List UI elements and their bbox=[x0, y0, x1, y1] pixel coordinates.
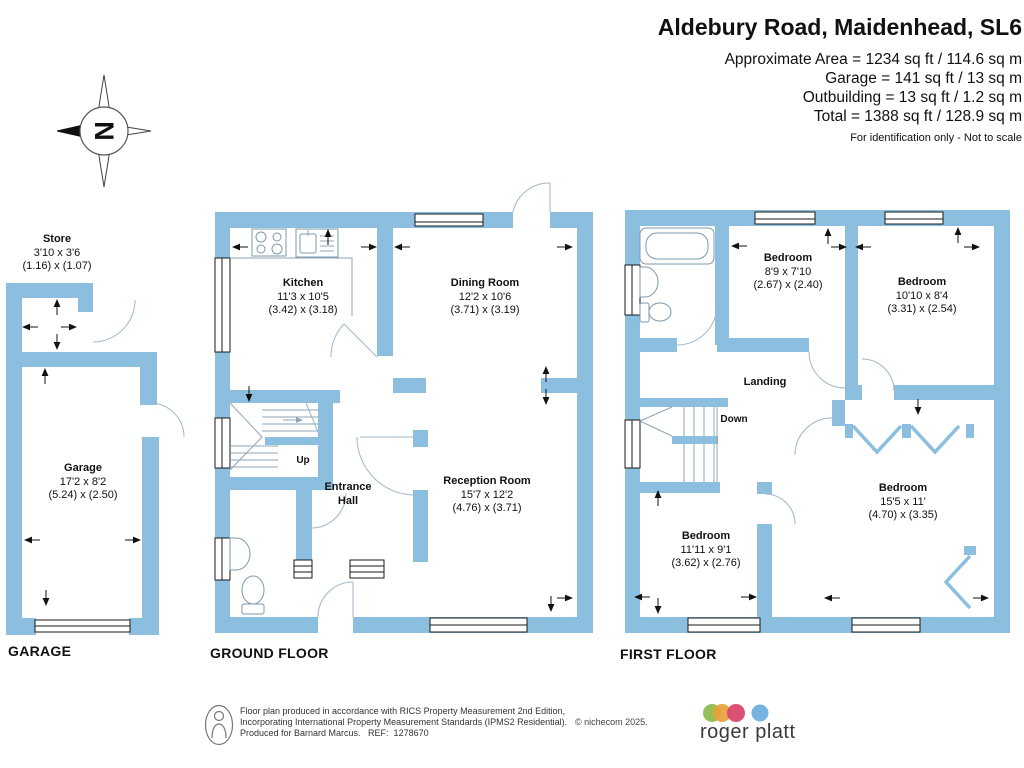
room-label-dining-room: Dining Room 12'2 x 10'6 (3.71) x (3.19) bbox=[450, 277, 520, 316]
header: Aldebury Road, Maidenhead, SL6 Approxima… bbox=[658, 14, 1022, 144]
room-label-garage: Garage 17'2 x 8'2 (5.24) x (2.50) bbox=[48, 462, 118, 501]
disclaimer-note: For identification only - Not to scale bbox=[850, 132, 1022, 144]
toilet-icon bbox=[241, 575, 265, 615]
room-label-reception-room: Reception Room 15'7 x 12'2 (4.76) x (3.7… bbox=[443, 475, 531, 514]
area-line: Outbuilding = 13 sq ft / 1.2 sq m bbox=[802, 89, 1022, 106]
area-line: Approximate Area = 1234 sq ft / 114.6 sq… bbox=[724, 51, 1022, 68]
room-label-bedroom-4: Bedroom 15'5 x 11' (4.70) x (3.35) bbox=[868, 482, 938, 521]
logo-text: roger platt bbox=[700, 721, 796, 743]
door-arcs bbox=[305, 182, 551, 618]
area-line: Garage = 141 sq ft / 13 sq m bbox=[825, 70, 1022, 87]
dimension-arrows bbox=[21, 298, 142, 607]
toilet-icon bbox=[639, 302, 672, 323]
bath-icon bbox=[639, 227, 715, 265]
ground-floor-plan bbox=[214, 182, 593, 634]
footer-line-2: Incorporating International Property Mea… bbox=[240, 717, 568, 727]
room-label-bedroom-3: Bedroom 11'11 x 9'1 (3.62) x (2.76) bbox=[671, 530, 741, 569]
counter-line bbox=[230, 257, 353, 316]
area-line: Total = 1388 sq ft / 128.9 sq m bbox=[813, 108, 1022, 125]
first-floor-plan bbox=[624, 210, 1010, 633]
copyright-note: © nichecom 2025. bbox=[575, 717, 648, 727]
basin-icon bbox=[229, 537, 251, 571]
window-icon bbox=[624, 211, 944, 633]
footer-line-1: Floor plan produced in accordance with R… bbox=[240, 706, 566, 716]
basin-icon bbox=[639, 266, 659, 298]
wardrobe-icon bbox=[851, 424, 972, 610]
rics-person-icon bbox=[204, 704, 234, 746]
room-label-kitchen: Kitchen 11'3 x 10'5 (3.42) x (3.18) bbox=[268, 277, 338, 316]
room-label-entrance-hall: Entrance Hall bbox=[324, 481, 372, 507]
room-label-store: Store 3'10 x 3'6 (1.16) x (1.07) bbox=[22, 233, 92, 272]
section-label-first-floor: FIRST FLOOR bbox=[620, 646, 717, 662]
compass-letter: N bbox=[89, 121, 119, 141]
stairs-down bbox=[638, 398, 728, 482]
door-arcs bbox=[676, 304, 895, 525]
stairs-up-label: Up bbox=[296, 455, 310, 466]
footer-line-3: Produced for Barnard Marcus. REF: 127867… bbox=[240, 728, 429, 738]
sink-icon bbox=[295, 228, 339, 258]
room-label-bedroom-1: Bedroom 8'9 x 7'10 (2.67) x (2.40) bbox=[753, 252, 823, 291]
page-title: Aldebury Road, Maidenhead, SL6 bbox=[657, 14, 1022, 40]
landing-label: Landing bbox=[743, 376, 787, 388]
garage-plan bbox=[6, 283, 185, 635]
garage-door-icon bbox=[34, 619, 131, 633]
logo-dots-icon bbox=[703, 704, 769, 722]
section-label-ground-floor: GROUND FLOOR bbox=[210, 645, 329, 661]
stairs-down-label: Down bbox=[720, 414, 748, 425]
section-label-garage: GARAGE bbox=[8, 643, 72, 659]
compass-icon: N bbox=[57, 74, 152, 188]
stairs-up bbox=[229, 402, 318, 471]
room-label-bedroom-2: Bedroom 10'10 x 8'4 (3.31) x (2.54) bbox=[887, 276, 957, 315]
stove-icon bbox=[251, 228, 287, 257]
